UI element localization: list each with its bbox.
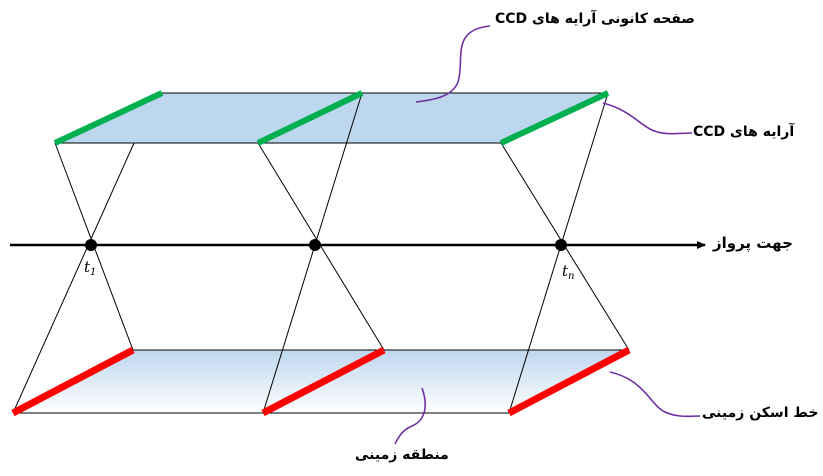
- exposure-point-2: [309, 239, 321, 251]
- callout-ccd-arrays: [602, 102, 693, 135]
- focal-plane-label: صفحه کانونی آرایه های CCD: [495, 11, 695, 27]
- projection-rays-2: [257, 92, 385, 414]
- callout-ground-area: [394, 387, 426, 445]
- time-label-tn: tn: [562, 262, 575, 282]
- focal-plane: [55, 93, 608, 143]
- ccd-arrays-label: آرایه های CCD: [693, 124, 795, 140]
- ccd-array-n: [499, 90, 610, 146]
- ground-scan-line-label: خط اسکن زمینی: [702, 405, 819, 421]
- flight-direction-label: جهت پرواز: [713, 234, 793, 252]
- ccd-array-1: [53, 90, 164, 146]
- exposure-point-n: [555, 239, 567, 251]
- time-label-t1: t1: [84, 258, 97, 278]
- ccd-arrays: [53, 90, 610, 146]
- ground-scan-lines: [11, 346, 631, 417]
- scan-line-1: [11, 346, 135, 417]
- scan-line-2: [261, 346, 386, 417]
- ccd-array-2: [256, 90, 364, 146]
- ground-area-label: منطقه زمینی: [355, 447, 449, 463]
- callout-scan-line: [609, 371, 701, 418]
- callout-focal-plane: [415, 25, 491, 103]
- scan-line-n: [507, 346, 631, 417]
- exposure-point-1: [85, 239, 97, 251]
